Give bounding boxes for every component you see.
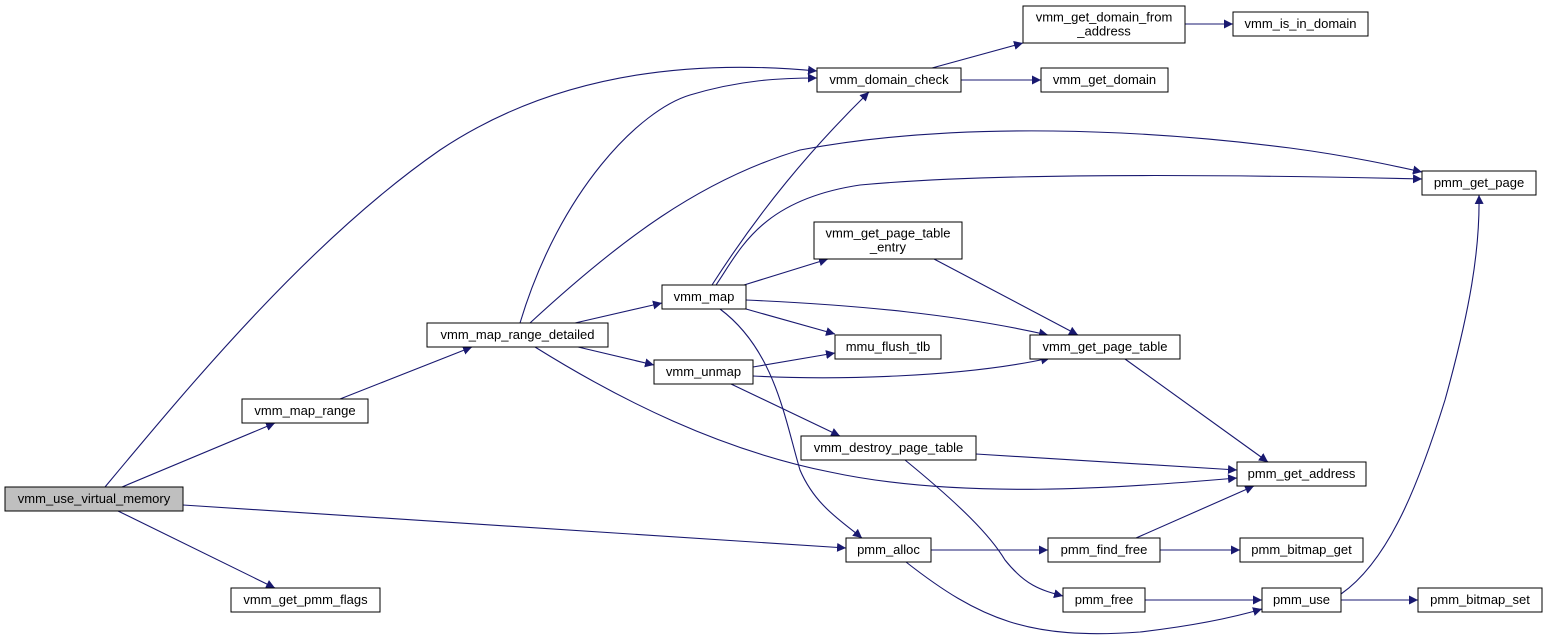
edge-vmm-map-range-detailed-to-vmm-unmap — [577, 346, 655, 368]
edge-vmm-map-to-pmm-get-page — [715, 174, 1423, 286]
node-label: pmm_get_address — [1248, 466, 1356, 481]
node-box — [1236, 461, 1367, 487]
edge-vmm-destroy-page-table-to-pmm-get-address — [975, 453, 1238, 474]
node-vmm-map-range-detailed[interactable]: vmm_map_range_detailed — [426, 322, 609, 348]
node-vmm-map[interactable]: vmm_map — [661, 284, 747, 310]
node-box — [1232, 11, 1369, 37]
node-box — [1029, 334, 1181, 360]
node-label: pmm_alloc — [857, 542, 920, 557]
edge-vmm-unmap-to-mmu-flush-tlb — [752, 350, 836, 368]
node-label: vmm_get_page_table — [1042, 339, 1167, 354]
edge-vmm-map-range-detailed-to-pmm-get-address — [534, 346, 1238, 490]
node-pmm-bitmap-set[interactable]: pmm_bitmap_set — [1417, 587, 1543, 613]
node-box — [800, 435, 977, 461]
node-label: pmm_get_page — [1434, 175, 1524, 190]
edge-vmm-get-page-table-to-pmm-get-address — [1124, 358, 1269, 463]
edge-vmm-use-virtual-memory-to-vmm-domain-check — [104, 65, 818, 488]
edge-vmm-map-to-vmm-domain-check — [711, 91, 870, 286]
node-label: vmm_get_page_table — [825, 226, 950, 241]
node-label: _entry — [869, 240, 907, 255]
edges-layer — [104, 19, 1484, 635]
node-vmm-destroy-page-table[interactable]: vmm_destroy_page_table — [800, 435, 977, 461]
node-pmm-use[interactable]: pmm_use — [1261, 587, 1342, 613]
node-vmm-get-pmm-flags[interactable]: vmm_get_pmm_flags — [230, 587, 381, 613]
node-box — [426, 322, 609, 348]
node-label: pmm_use — [1273, 592, 1330, 607]
node-vmm-get-page-table-entry[interactable]: vmm_get_page_table_entry — [813, 221, 963, 260]
edge-vmm-unmap-to-vmm-destroy-page-table — [730, 383, 841, 437]
node-vmm-use-virtual-memory[interactable]: vmm_use_virtual_memory — [4, 486, 184, 512]
node-label: vmm_map_range_detailed — [441, 327, 595, 342]
node-box — [813, 221, 963, 260]
node-label: vmm_is_in_domain — [1245, 16, 1357, 31]
edge-vmm-map-range-to-vmm-map-range-detailed — [339, 346, 473, 400]
node-pmm-free[interactable]: pmm_free — [1062, 587, 1146, 613]
node-box — [1040, 67, 1169, 93]
node-box — [653, 359, 754, 385]
node-label: pmm_free — [1075, 592, 1134, 607]
edge-vmm-map-to-mmu-flush-tlb — [745, 308, 836, 336]
node-label: pmm_bitmap_get — [1251, 542, 1352, 557]
node-label: vmm_map_range — [254, 403, 355, 418]
node-label: _address — [1076, 24, 1131, 39]
edge-vmm-get-page-table-entry-to-vmm-get-page-table — [933, 258, 1079, 336]
nodes-layer: vmm_use_virtual_memory vmm_map_range vmm_g… — [4, 5, 1543, 613]
node-box — [816, 67, 962, 93]
node-box — [1239, 537, 1364, 563]
node-vmm-domain-check[interactable]: vmm_domain_check — [816, 67, 962, 93]
node-box — [1417, 587, 1543, 613]
node-label: vmm_domain_check — [829, 72, 949, 87]
node-box — [1022, 5, 1186, 44]
edge-pmm-find-free-to-pmm-get-address — [1135, 485, 1255, 539]
node-pmm-bitmap-get[interactable]: pmm_bitmap_get — [1239, 537, 1364, 563]
edge-vmm-map-range-detailed-to-pmm-get-page — [529, 130, 1423, 324]
node-box — [230, 587, 381, 613]
node-box — [1261, 587, 1342, 613]
node-box — [241, 398, 369, 424]
node-box — [1062, 587, 1146, 613]
node-pmm-find-free[interactable]: pmm_find_free — [1047, 537, 1161, 563]
edge-vmm-use-virtual-memory-to-vmm-map-range — [121, 422, 276, 488]
edge-vmm-destroy-page-table-to-pmm-free — [904, 459, 1064, 599]
node-box — [845, 537, 932, 563]
edge-vmm-domain-check-to-vmm-get-domain-from-address — [931, 41, 1024, 69]
edge-vmm-map-to-pmm-alloc — [719, 308, 863, 539]
node-label: vmm_get_domain — [1053, 72, 1156, 87]
node-box — [661, 284, 747, 310]
node-label: vmm_map — [674, 289, 735, 304]
node-box — [834, 334, 942, 360]
edge-vmm-map-to-vmm-get-page-table — [745, 299, 1049, 338]
node-vmm-is-in-domain[interactable]: vmm_is_in_domain — [1232, 11, 1369, 37]
node-box — [1047, 537, 1161, 563]
node-pmm-get-address[interactable]: pmm_get_address — [1236, 461, 1367, 487]
node-label: pmm_find_free — [1061, 542, 1148, 557]
edge-vmm-map-to-vmm-get-page-table-entry — [743, 257, 829, 286]
edge-vmm-use-virtual-memory-to-pmm-alloc — [182, 504, 847, 552]
node-label: vmm_get_pmm_flags — [243, 592, 368, 607]
node-pmm-get-page[interactable]: pmm_get_page — [1421, 170, 1537, 196]
node-mmu-flush-tlb[interactable]: mmu_flush_tlb — [834, 334, 942, 360]
node-vmm-get-domain-from-address[interactable]: vmm_get_domain_from_address — [1022, 5, 1186, 44]
edge-vmm-map-range-detailed-to-vmm-map — [574, 300, 663, 324]
edge-vmm-unmap-to-vmm-get-page-table — [752, 355, 1051, 379]
node-pmm-alloc[interactable]: pmm_alloc — [845, 537, 932, 563]
node-vmm-get-domain[interactable]: vmm_get_domain — [1040, 67, 1169, 93]
node-vmm-get-page-table[interactable]: vmm_get_page_table — [1029, 334, 1181, 360]
node-label: pmm_bitmap_set — [1430, 592, 1530, 607]
node-vmm-unmap[interactable]: vmm_unmap — [653, 359, 754, 385]
node-label: vmm_destroy_page_table — [814, 440, 964, 455]
node-vmm-map-range[interactable]: vmm_map_range — [241, 398, 369, 424]
node-label: vmm_use_virtual_memory — [18, 491, 171, 506]
edge-pmm-use-to-pmm-get-page — [1340, 194, 1484, 595]
node-label: vmm_get_domain_from — [1036, 10, 1173, 25]
node-label: mmu_flush_tlb — [846, 339, 931, 354]
node-box — [1421, 170, 1537, 196]
edge-vmm-map-range-detailed-to-vmm-domain-check — [519, 73, 818, 324]
edge-vmm-use-virtual-memory-to-vmm-get-pmm-flags — [117, 510, 276, 589]
edge-pmm-alloc-to-pmm-use — [905, 561, 1263, 635]
node-box — [4, 486, 184, 512]
node-label: vmm_unmap — [666, 364, 741, 379]
